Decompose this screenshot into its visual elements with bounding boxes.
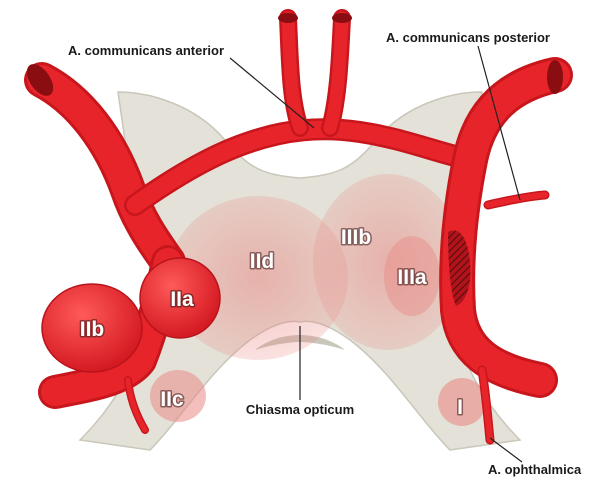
label-acomm-anterior: A. communicans anterior xyxy=(68,43,224,58)
region-IIIb-area xyxy=(313,174,463,350)
region-label-IIa: IIa xyxy=(170,288,194,311)
hatched-compression-area xyxy=(448,230,471,306)
left-artery-upper-core xyxy=(27,65,183,277)
right-artery-opening xyxy=(547,60,563,94)
label-chiasma: Chiasma opticum xyxy=(246,402,354,417)
aca-left-core xyxy=(281,11,307,135)
leader-lines xyxy=(229,45,523,463)
label-acomm-posterior: A. communicans posterior xyxy=(386,30,550,45)
leader-acomm-posterior xyxy=(477,45,521,201)
label-ophthalmica: A. ophthalmica xyxy=(488,462,582,477)
ophthalmic-branch-core xyxy=(479,367,493,443)
region-label-IId: IId xyxy=(250,250,275,273)
aca-right-opening xyxy=(332,13,352,23)
region-I-area xyxy=(438,378,486,426)
region-label-IIIa: IIIa xyxy=(397,266,427,289)
left-small-branch-core xyxy=(125,377,148,433)
aneurysm-IIa xyxy=(139,257,221,339)
region-label-IIb: IIb xyxy=(80,318,105,341)
aca-left-opening xyxy=(278,13,298,23)
region-label-I: I xyxy=(457,396,463,419)
region-label-IIIb: IIIb xyxy=(341,226,371,249)
aneurysm-IIb xyxy=(41,283,143,373)
leader-ophthalmica xyxy=(489,437,523,463)
region-label-IIc: IIc xyxy=(160,388,184,411)
region-IIIa-area xyxy=(384,236,440,316)
arteries xyxy=(24,9,573,445)
region-IIc-area xyxy=(150,370,206,422)
leader-acomm-anterior xyxy=(229,57,315,129)
aca-right-core xyxy=(323,11,349,135)
left-artery-opening xyxy=(26,64,54,96)
